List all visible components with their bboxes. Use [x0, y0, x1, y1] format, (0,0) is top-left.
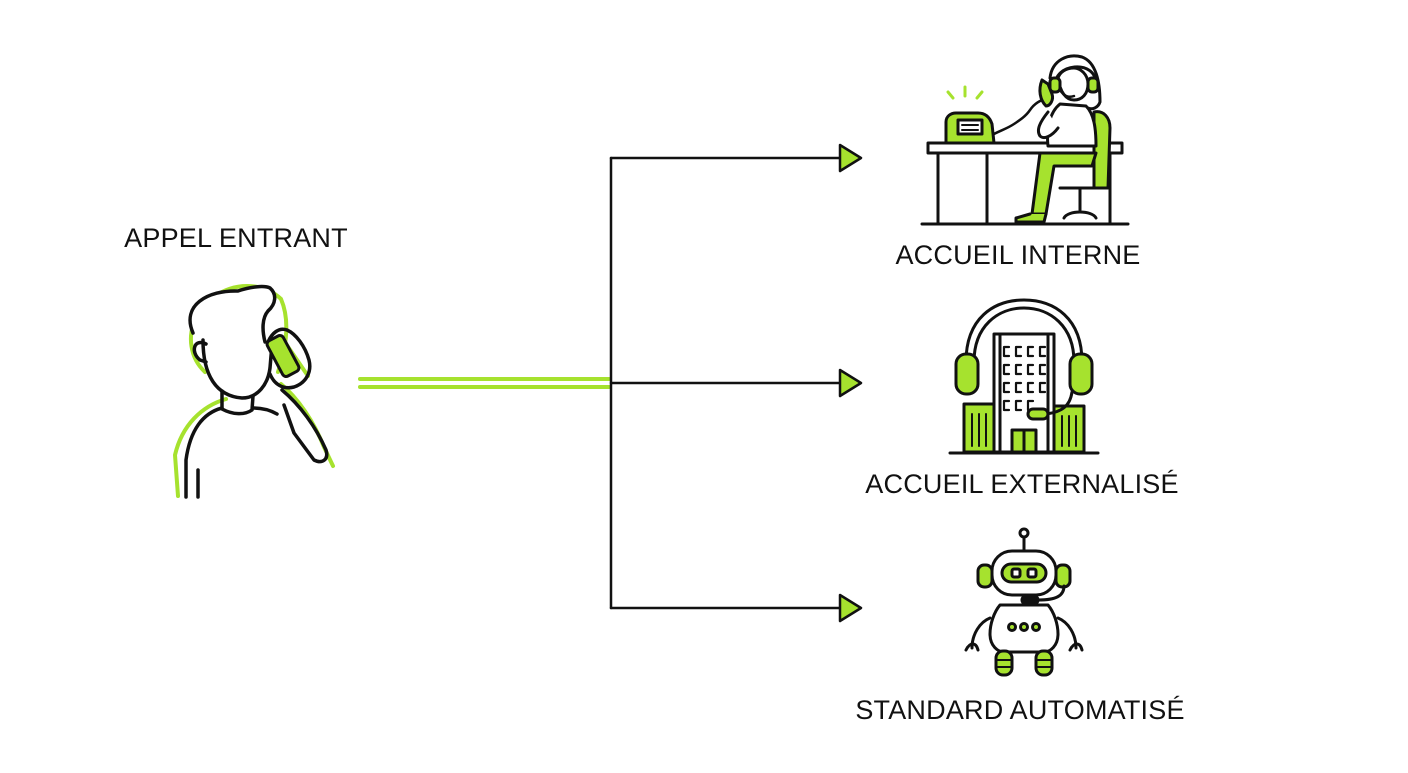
building-with-headset-icon: [948, 298, 1100, 455]
source-label: APPEL ENTRANT: [124, 223, 348, 253]
arrowhead-internal: [838, 143, 863, 173]
connector-lines: [358, 156, 842, 610]
arrowhead-automated: [838, 593, 863, 623]
destination-label-external: ACCUEIL EXTERNALISÉ: [865, 469, 1179, 499]
arrowheads: [838, 143, 863, 623]
receptionist-at-desk-icon: [920, 54, 1130, 226]
robot-with-headset-icon: [964, 527, 1084, 677]
destination-label-internal: ACCUEIL INTERNE: [895, 240, 1141, 270]
person-on-phone-icon: [173, 284, 335, 499]
destination-label-automated: STANDARD AUTOMATISÉ: [855, 695, 1185, 725]
arrowhead-external: [838, 368, 863, 398]
